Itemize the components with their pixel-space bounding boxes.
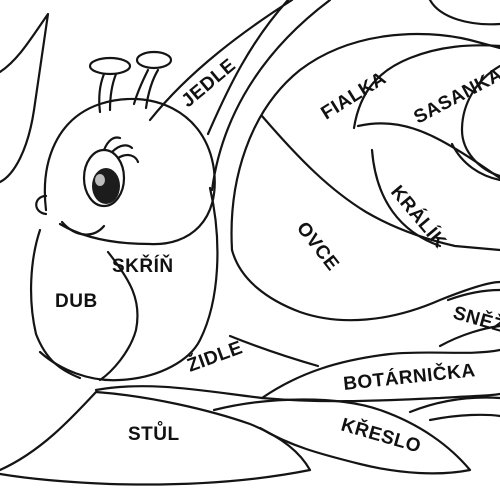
shell-bottom-curve xyxy=(230,248,500,322)
snail-neck xyxy=(30,228,82,380)
snail-head-outline xyxy=(43,97,216,246)
word-jedle: JEDLE xyxy=(178,55,240,112)
word-snez: SNĚŽ xyxy=(451,302,500,338)
right-antenna-tip xyxy=(135,50,173,70)
word-ovce: OVCE xyxy=(292,218,343,275)
word-zidle: ŽIDLE xyxy=(184,336,245,376)
shell-inner-spiral-1 xyxy=(260,114,500,252)
jedle-leaf-outline xyxy=(148,0,294,136)
shell-inner-spiral-3 xyxy=(370,148,442,248)
word-sasanka: SASANKA xyxy=(410,64,500,128)
snail-eyelashes xyxy=(102,136,140,164)
word-stul: STŮL xyxy=(128,422,180,445)
word-dub: DUB xyxy=(55,291,98,312)
left-leaf-outline xyxy=(0,12,50,184)
word-fialka: FIALKA xyxy=(318,68,391,124)
snail-foot-outline xyxy=(38,186,219,382)
word-skrin: SKŘÍŇ xyxy=(112,255,174,277)
word-kralik: KRÁLÍK xyxy=(386,181,451,252)
shell-inner-spiral-2 xyxy=(352,44,500,130)
shell-top-curve xyxy=(428,0,500,26)
ground-leaf-right xyxy=(408,396,500,422)
left-antenna xyxy=(98,72,118,114)
ground-leaf-kreslo xyxy=(212,398,472,475)
snail-nose xyxy=(35,194,48,216)
snail-neck-inner xyxy=(98,250,139,382)
shell-right-band xyxy=(438,288,500,348)
shell-outer-outline xyxy=(230,32,500,252)
ground-leaf-stul xyxy=(0,390,312,486)
shell-center-curve xyxy=(460,64,500,178)
jedle-leaf-rib xyxy=(210,0,332,192)
left-antenna-tip xyxy=(88,56,132,76)
snail-eye-shine xyxy=(95,174,105,186)
snail-smile xyxy=(60,220,106,236)
word-botarnicka: BOTÁRNIČKA xyxy=(342,359,476,395)
right-antenna xyxy=(132,68,160,110)
word-kreslo: KŘESLO xyxy=(339,414,424,458)
shell-center-cut xyxy=(450,142,500,182)
snail-body-mid xyxy=(260,348,500,400)
snail-body-ridge xyxy=(228,334,320,368)
